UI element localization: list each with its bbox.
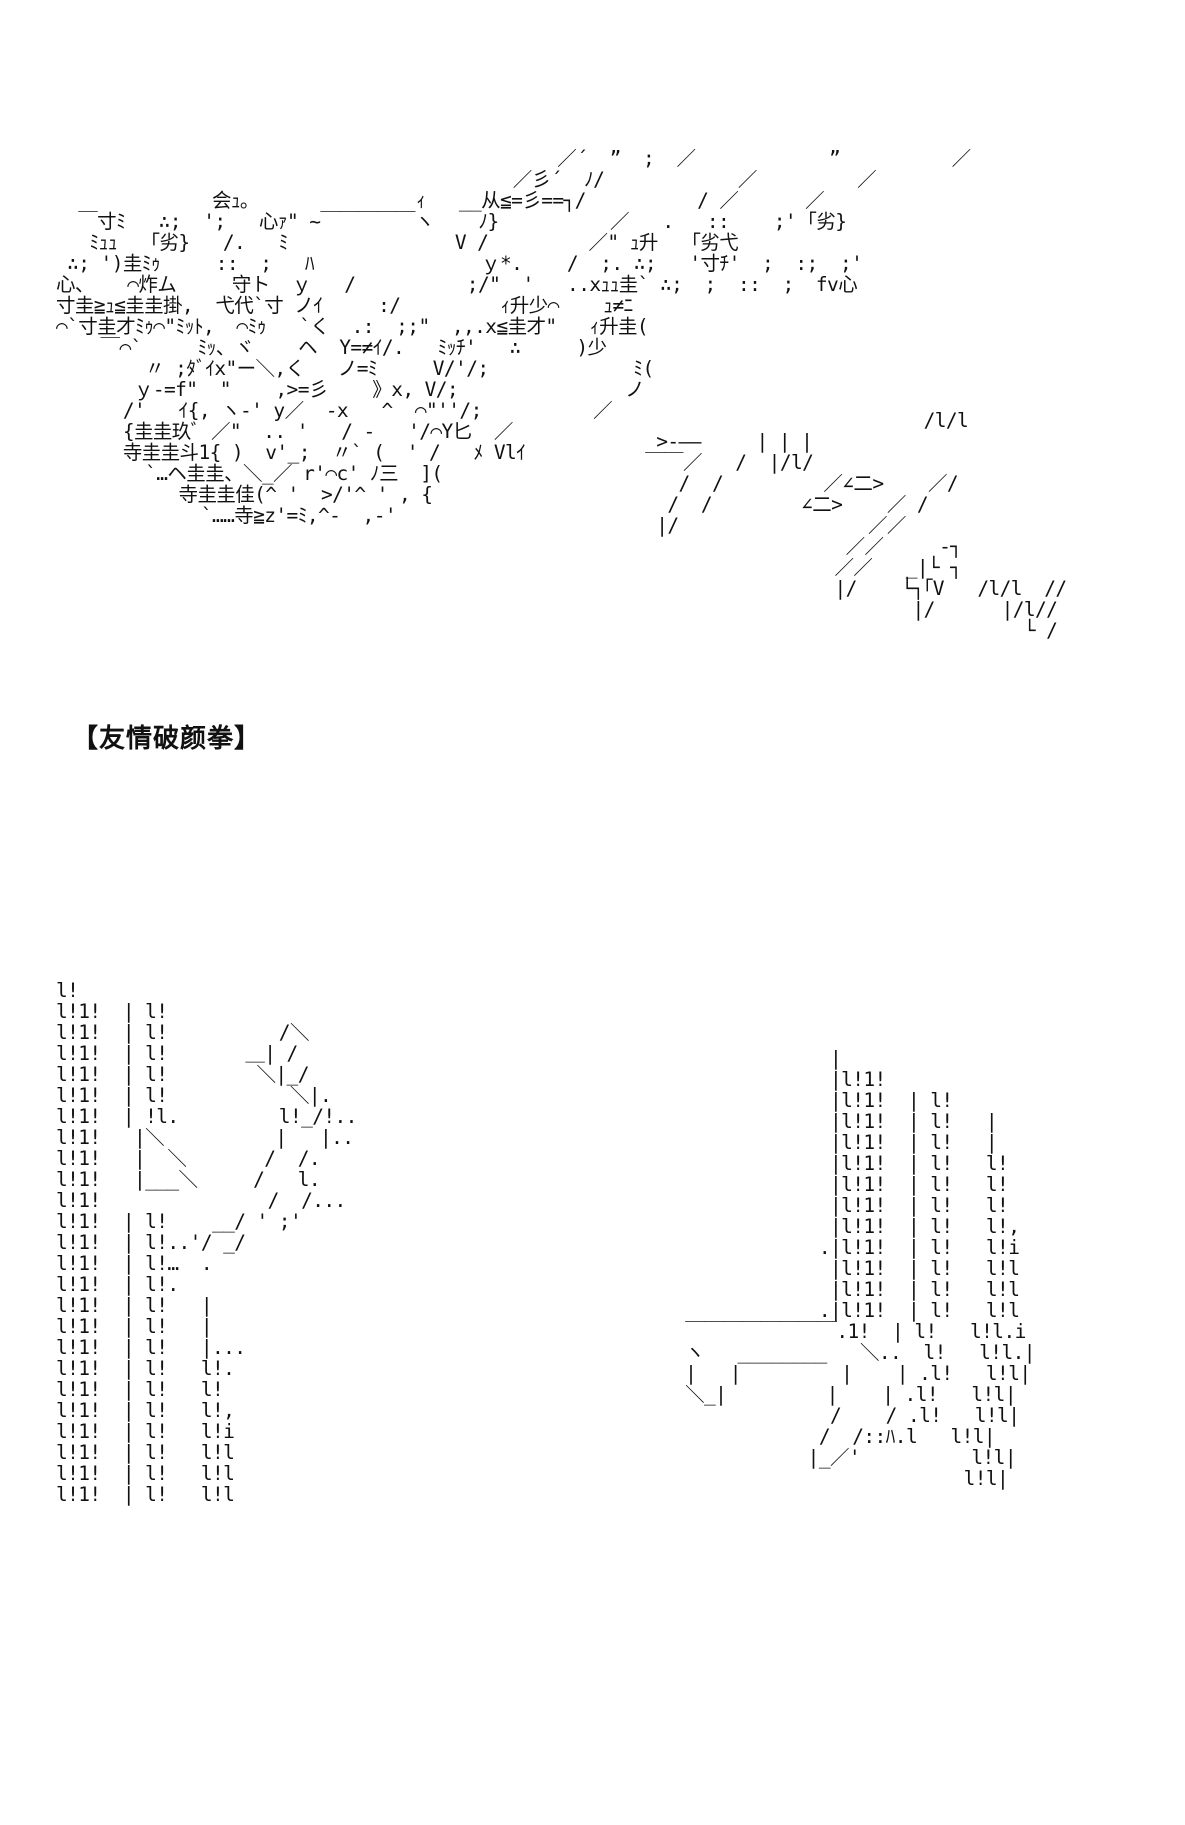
ascii-art-explosion: ／´ ” ; ／ ” ／ ／彡´ ﾉ/ ／ ／ 会ｭ｡ ｨ __从≦=彡==┐/… (56, 147, 971, 527)
ascii-art-right-figure: | |l!1! |l!1! | l! |l!1! | l! | |l!1! | … (685, 1047, 1035, 1490)
ascii-art-left-figure: l! l!1! | l! l!1! | l! /＼ l!1! | l! ＿| /… (56, 979, 357, 1506)
technique-caption: 【友情破颜拳】 (72, 724, 262, 754)
ascii-art-speed-lines: /l/l >-―― | | | ￣￣／ / |/l/ / / ／∠二> ／/ /… (645, 409, 1067, 642)
